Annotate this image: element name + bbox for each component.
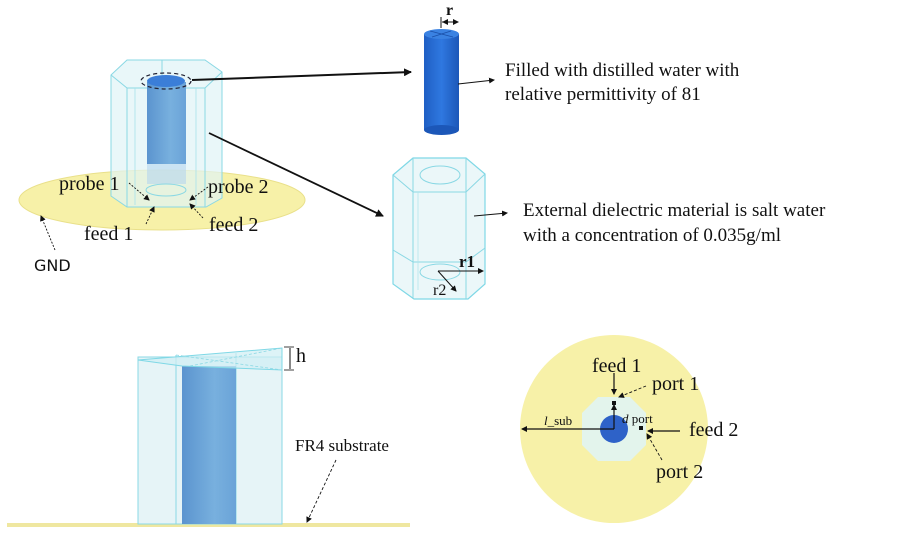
panel-3d-overview (18, 59, 412, 251)
gnd-label: GND (34, 256, 71, 275)
d-port-italic: d (622, 411, 629, 426)
inner-description-line2: relative permittivity of 81 (505, 84, 701, 105)
panel-side-view (7, 346, 410, 527)
feed1-label: feed 1 (84, 223, 134, 245)
d-port-suffix: port (631, 411, 653, 426)
inner-column-bottom (145, 183, 187, 197)
fr4-substrate (7, 523, 410, 527)
arrow-to-inner-cylinder (191, 68, 412, 81)
outer-description-line2: with a concentration of 0.035g/ml (523, 225, 782, 246)
salt-water-prism (392, 157, 486, 300)
dashed-highlight-ellipse (140, 72, 192, 90)
arrow-to-substrate (306, 459, 337, 523)
top-feed1-label: feed 1 (592, 355, 642, 377)
feed2-label: feed 2 (209, 214, 259, 236)
l-sub-suffix: _sub (547, 413, 573, 428)
probe2-label: probe 2 (208, 176, 269, 198)
water-cylinder (424, 34, 459, 130)
panel-inner-cylinder (424, 17, 495, 135)
arrow-to-outer-description (473, 210, 508, 217)
arrow-to-inner-description (457, 77, 495, 85)
r1-label: r1 (459, 252, 476, 271)
fr4-substrate-label: FR4 substrate (295, 436, 389, 455)
r2-label: r2 (433, 282, 447, 299)
arrow-to-outer-prism (208, 132, 384, 217)
probe1-label: probe 1 (59, 173, 120, 195)
port2-marker (639, 426, 643, 430)
top-port2-label: port 2 (656, 461, 704, 483)
top-port1-label: port 1 (652, 373, 700, 395)
port1-marker (612, 401, 616, 405)
inner-column-top (147, 75, 185, 87)
port2-pointer (646, 433, 663, 461)
inner-water-column-3d (147, 82, 186, 164)
d-port-label: d port (622, 412, 653, 425)
radius-label: r (446, 2, 454, 19)
panel-top-view (520, 335, 708, 523)
r2-dimension-arrow (437, 270, 457, 292)
top-feed2-label: feed 2 (689, 419, 739, 441)
side-view-water-column (182, 366, 236, 524)
panel-outer-prism (392, 157, 508, 300)
l-sub-italic: l (544, 413, 548, 428)
inner-description-line1: Filled with distilled water with (505, 60, 740, 81)
l-sub-label: l_sub (544, 414, 572, 427)
h-label: h (296, 345, 306, 367)
outer-description-line1: External dielectric material is salt wat… (523, 200, 826, 221)
